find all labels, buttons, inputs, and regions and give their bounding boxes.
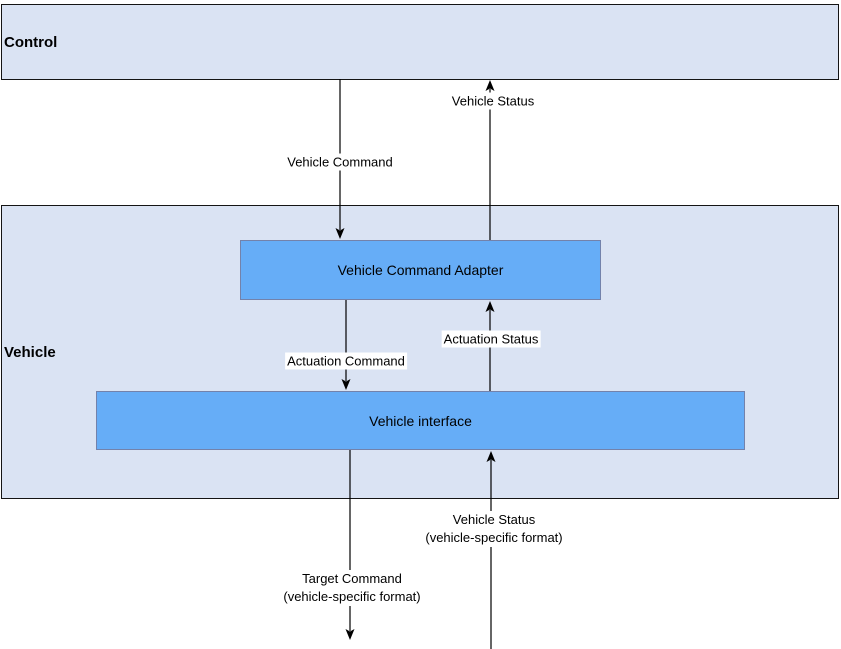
- vehicle-command-edge-label: Vehicle Command: [285, 153, 395, 171]
- vehicle-status-edge-label: Vehicle Status: [449, 92, 537, 110]
- vehicle-command-adapter-label: Vehicle Command Adapter: [337, 262, 504, 278]
- vehicle-interface-node: Vehicle interface: [96, 391, 745, 450]
- actuation-command-edge-label: Actuation Command: [285, 352, 407, 370]
- vehicle-status-specific-edge-label-line2: (vehicle-specific format): [425, 530, 563, 545]
- control-label: Control: [4, 33, 58, 51]
- vehicle-command-adapter-node: Vehicle Command Adapter: [240, 240, 601, 300]
- arrowhead-up-icon: [485, 80, 495, 91]
- control-container: Control: [1, 4, 839, 80]
- target-command-edge-label-line2: (vehicle-specific format): [283, 589, 421, 604]
- actuation-status-edge-label: Actuation Status: [441, 330, 541, 348]
- vehicle-status-specific-edge-label-line1: Vehicle Status: [452, 512, 536, 527]
- vehicle-status-specific-edge-label: Vehicle Status (vehicle-specific format): [423, 511, 565, 547]
- target-command-edge-label: Target Command (vehicle-specific format): [281, 570, 423, 606]
- vehicle-label: Vehicle: [4, 343, 56, 361]
- vehicle-interface-label: Vehicle interface: [369, 412, 472, 429]
- arrowhead-down-icon: [345, 629, 355, 640]
- target-command-edge-label-line1: Target Command: [302, 571, 402, 586]
